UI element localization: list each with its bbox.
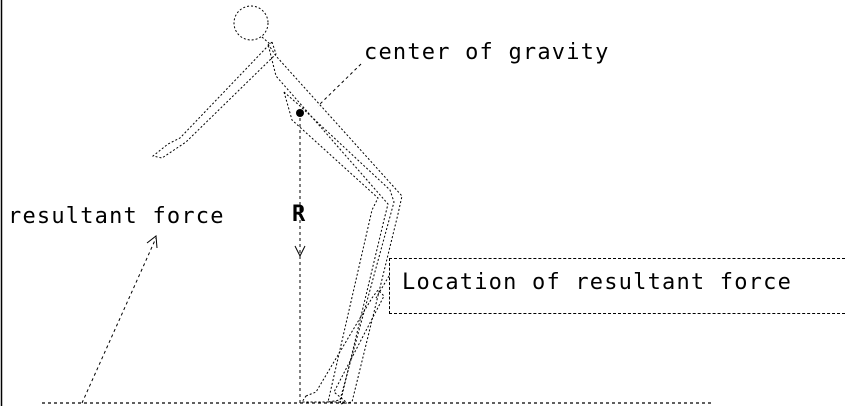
center-of-gravity-dot <box>296 109 304 117</box>
head-icon <box>234 6 268 40</box>
cog-leader-line <box>318 64 361 106</box>
leg-outline-front <box>268 44 402 404</box>
resultant-force-arrow-head <box>147 236 157 248</box>
foot-outline <box>302 290 384 402</box>
neck-line <box>262 37 270 44</box>
resultant-force-arrow <box>82 238 156 403</box>
resultant-force-label: resultant force <box>8 206 225 228</box>
center-of-gravity-label: center of gravity <box>364 42 610 64</box>
resultant-symbol-label: R <box>292 204 306 226</box>
arm-outline <box>153 42 276 158</box>
location-of-resultant-force-label: Location of resultant force <box>389 258 845 314</box>
